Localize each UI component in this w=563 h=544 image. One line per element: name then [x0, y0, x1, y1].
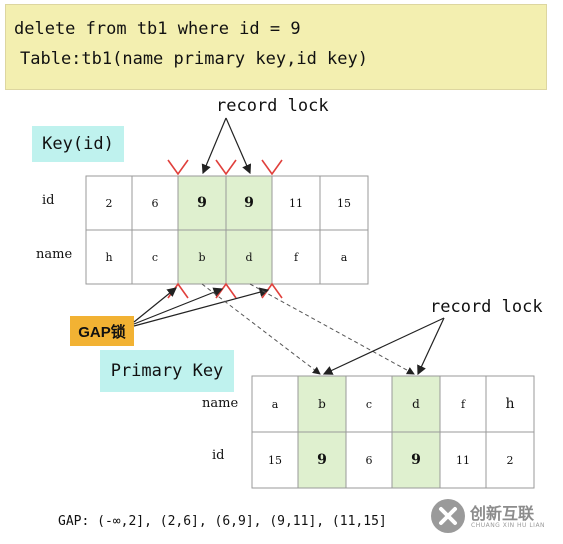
primary-name-cell: f — [460, 397, 466, 411]
key-name-cell: h — [105, 250, 113, 264]
record-lock-label-top: record lock — [216, 96, 329, 116]
key-id-cell: 2 — [105, 196, 113, 210]
primary-index-grid — [251, 375, 535, 489]
watermark-text: 创新互联 — [470, 504, 535, 523]
primary-id-cell: 15 — [268, 453, 282, 467]
gap-lock-label: GAP锁 — [70, 316, 134, 346]
key-id-cell-locked: 9 — [178, 176, 226, 230]
gap-ranges-text: GAP: (-∞,2], (2,6], (6,9], (9,11], (11,1… — [58, 514, 387, 529]
primary-id-cell-locked: 9 — [298, 432, 346, 488]
primary-id-cell: 2 — [506, 453, 514, 467]
key-index-grid — [85, 175, 369, 285]
watermark-subtext: CHUANG XIN HU LIAN — [471, 522, 546, 529]
key-name-cell-locked: d — [226, 230, 272, 284]
primary-name-cell-locked: d — [392, 376, 440, 432]
primary-name-cell: a — [271, 397, 279, 411]
key-id-label: Key(id) — [32, 126, 124, 162]
key-name-cell: c — [151, 250, 159, 264]
key-name-cell-locked: b — [178, 230, 226, 284]
primary-index-row-label-id: id — [212, 448, 225, 463]
key-name-cell: a — [340, 250, 348, 264]
primary-id-cell-locked: 9 — [392, 432, 440, 488]
key-index-row-label-name: name — [36, 247, 73, 262]
primary-id-cell: 11 — [456, 453, 470, 467]
primary-index-row-label-name: name — [202, 396, 239, 411]
watermark-logo: 创新互联 CHUANG XIN HU LIAN — [424, 494, 563, 538]
sql-table-definition-line: Table:tb1(name primary key,id key) — [20, 49, 368, 69]
primary-key-label: Primary Key — [100, 350, 234, 392]
watermark-icon — [431, 499, 465, 533]
primary-id-cell: 6 — [365, 453, 373, 467]
key-id-cell: 15 — [337, 196, 351, 210]
record-lock-arrows-top — [201, 117, 252, 175]
primary-name-cell-locked: b — [298, 376, 346, 432]
key-id-cell: 11 — [289, 196, 303, 210]
sql-delete-line: delete from tb1 where id = 9 — [14, 19, 301, 39]
index-to-primary-mapping-arrows — [201, 283, 415, 375]
key-index-row-label-id: id — [42, 193, 55, 208]
gap-lock-arrows — [133, 287, 270, 327]
record-lock-arrows-bottom — [322, 317, 445, 376]
sql-statement-box: delete from tb1 where id = 9 Table:tb1(n… — [5, 4, 547, 90]
gap-lock-marks-top — [167, 159, 283, 176]
primary-name-cell: h — [505, 396, 515, 412]
primary-name-cell: c — [365, 397, 373, 411]
record-lock-label-bottom: record lock — [430, 297, 543, 317]
key-id-cell: 6 — [151, 196, 159, 210]
key-name-cell: f — [293, 250, 299, 264]
key-id-cell-locked: 9 — [226, 176, 272, 230]
